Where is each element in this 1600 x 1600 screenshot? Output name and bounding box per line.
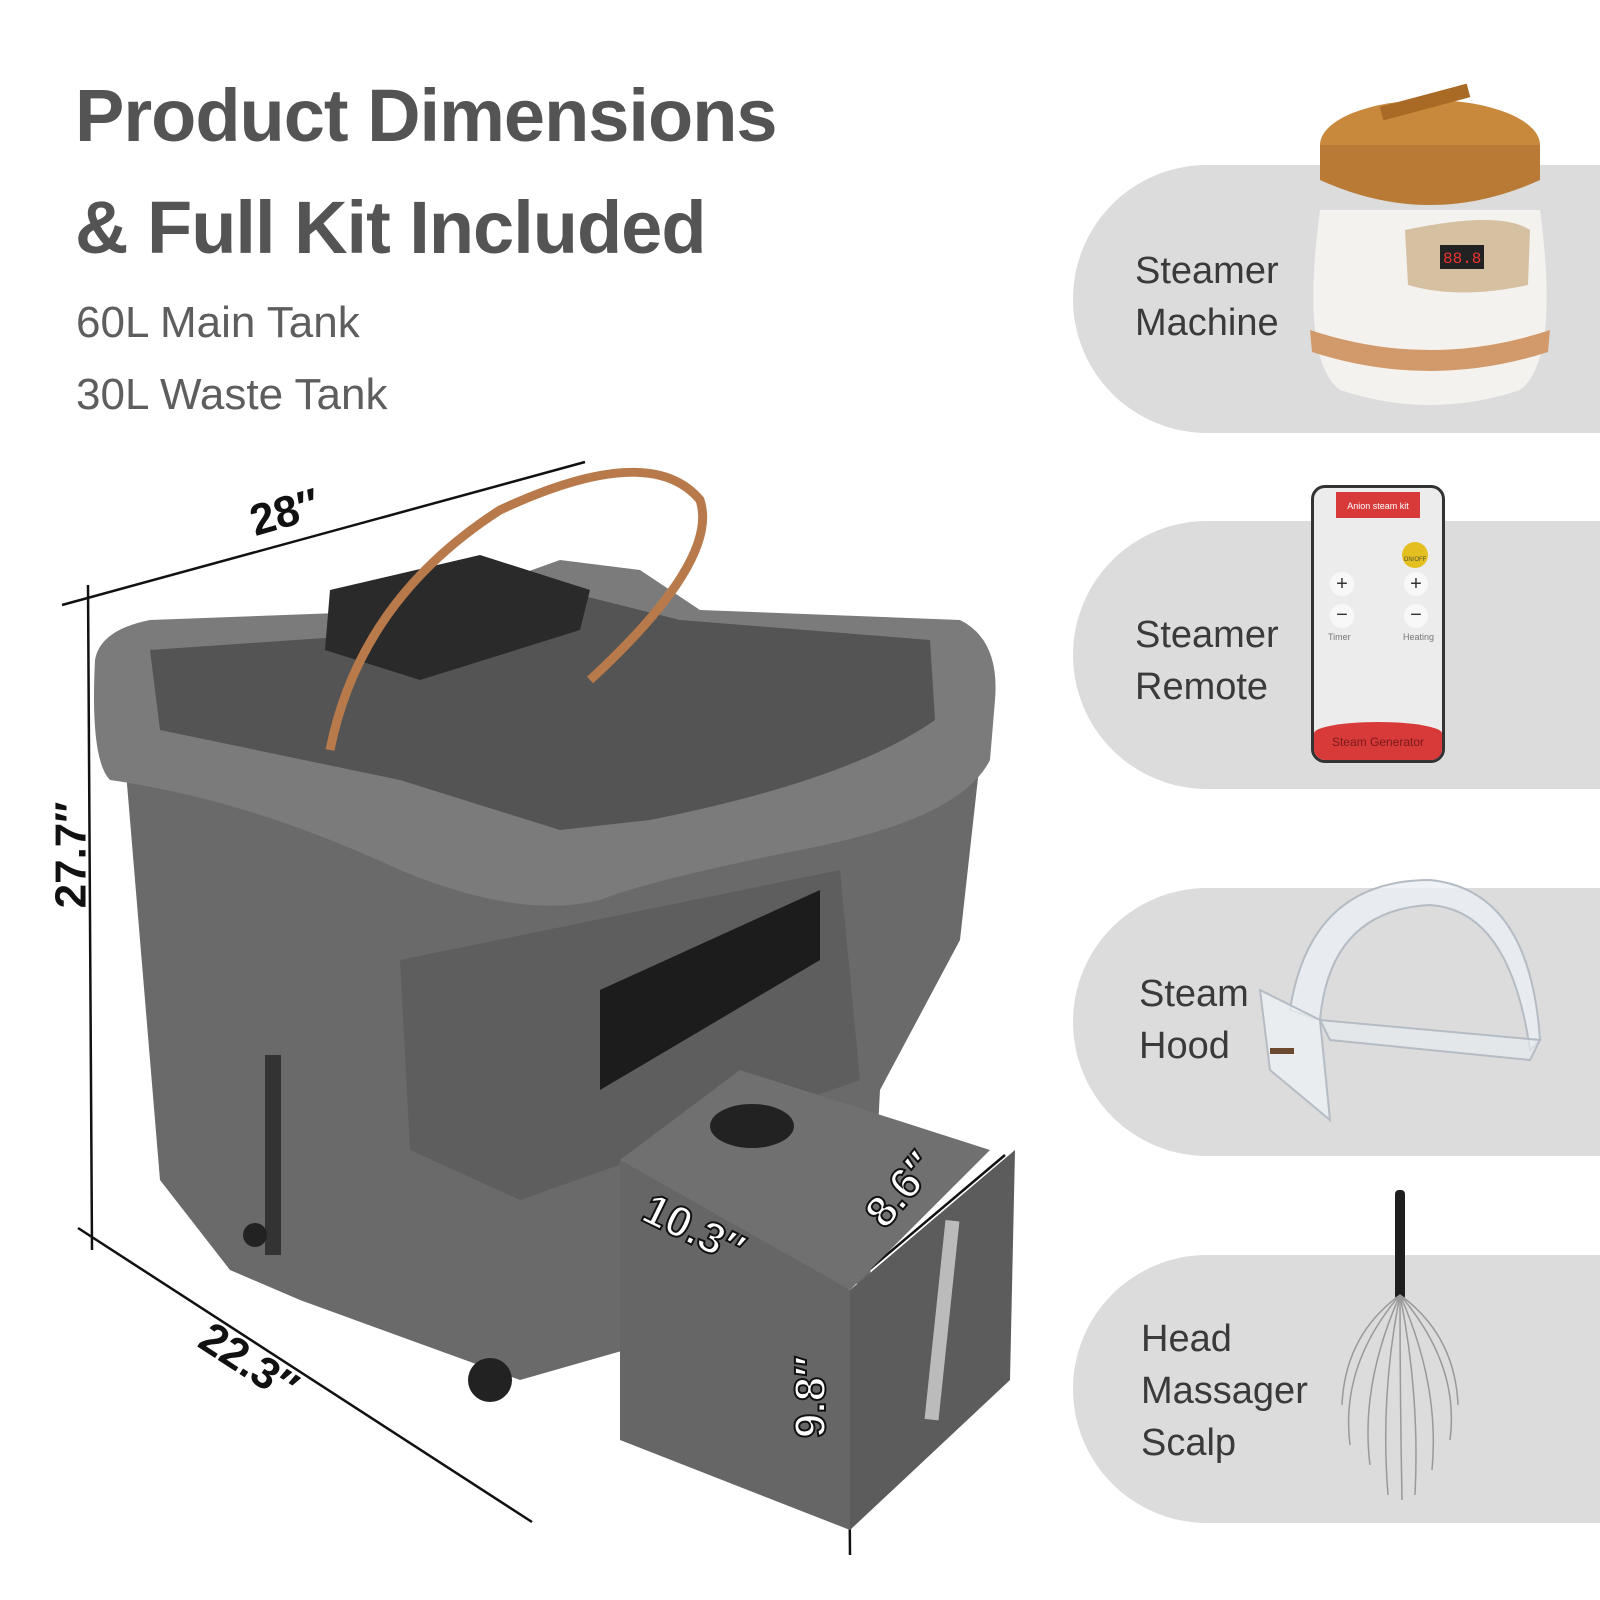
power-button[interactable]: ON/OFF — [1402, 542, 1428, 568]
kit-label: Massager — [1141, 1370, 1308, 1412]
kit-label: Scalp — [1141, 1422, 1237, 1464]
dimension-height: 27.7″ — [46, 801, 96, 909]
head-massager-image — [1341, 1190, 1459, 1501]
steam-hood-image — [1258, 878, 1542, 1123]
kit-label: Steam — [1139, 973, 1249, 1015]
spec-waste-tank: 30L Waste Tank — [76, 370, 388, 419]
kit-label: Machine — [1135, 302, 1279, 344]
remote-footer: Steam Generator — [1314, 722, 1442, 760]
timer-label: Timer — [1328, 632, 1351, 642]
kit-label: Remote — [1135, 666, 1269, 708]
heating-minus-button[interactable]: − — [1404, 604, 1428, 628]
kit-label: Hood — [1139, 1025, 1230, 1067]
steamer-remote-image: Anion steam kit ON/OFF + + − − Timer Hea… — [1311, 485, 1445, 763]
shampoo-sink-illustration — [61, 460, 1015, 1556]
steamer-machine-image: 88.8 — [1310, 83, 1550, 405]
dimension-drawer-height: 9.8″ — [785, 1355, 836, 1439]
title-line-2: & Full Kit Included — [75, 186, 707, 269]
heating-label: Heating — [1402, 632, 1434, 642]
kit-label: Steamer — [1135, 614, 1279, 656]
page-title: Product Dimensions & Full Kit Included — [75, 60, 778, 284]
timer-plus-button[interactable]: + — [1330, 572, 1354, 596]
kit-label: Steamer — [1135, 250, 1279, 292]
heating-plus-button[interactable]: + — [1404, 572, 1428, 596]
timer-minus-button[interactable]: − — [1330, 604, 1354, 628]
title-line-1: Product Dimensions — [75, 74, 778, 157]
kit-label: Head — [1141, 1318, 1232, 1360]
spec-main-tank: 60L Main Tank — [76, 298, 360, 347]
steamer-display: 88.8 — [1443, 250, 1481, 268]
remote-brand: Anion steam kit — [1336, 492, 1420, 518]
kit-item-head-massager: Head Massager Scalp — [1073, 1255, 1600, 1523]
